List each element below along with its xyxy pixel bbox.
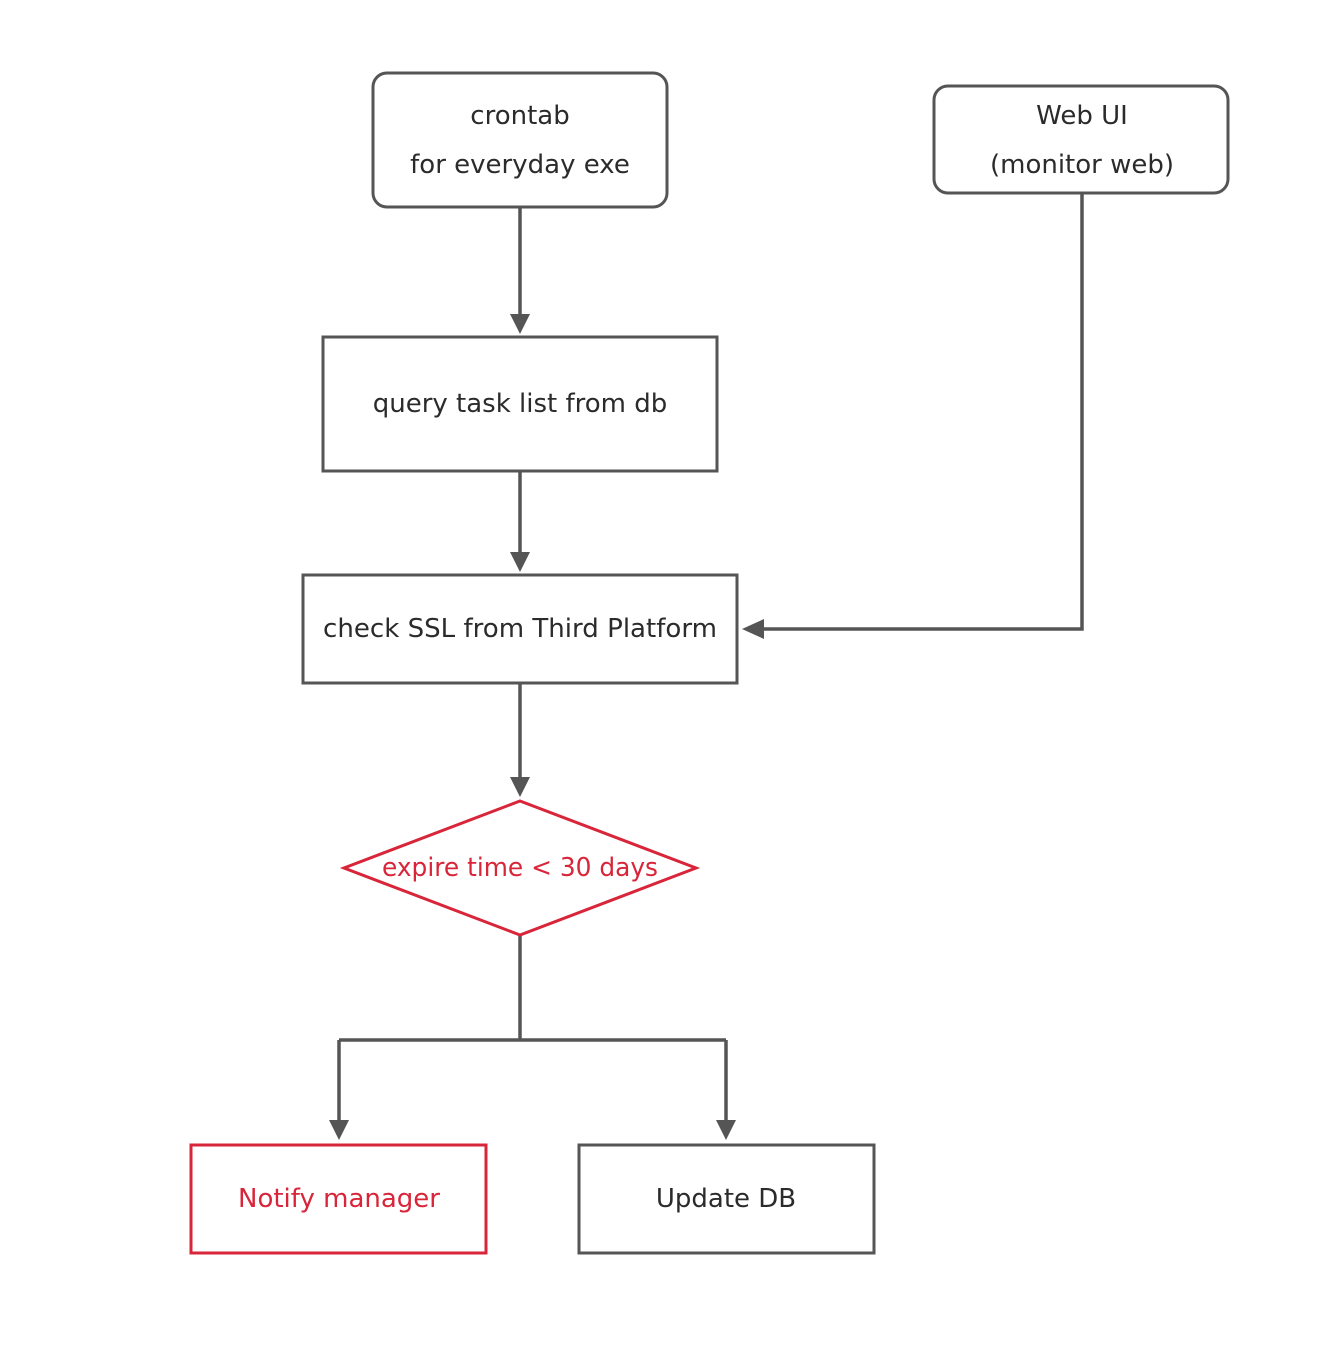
arrowhead-check-from-webui <box>742 619 764 639</box>
check-ssl-label: check SSL from Third Platform <box>323 614 717 644</box>
node-crontab: crontab for everyday exe <box>371 71 669 209</box>
node-check-ssl: check SSL from Third Platform <box>301 573 739 685</box>
node-web-ui: Web UI (monitor web) <box>932 84 1230 195</box>
edge-webui-to-check <box>760 194 1084 631</box>
arrowhead-check-from-query <box>510 552 530 572</box>
query-task-label: query task list from db <box>373 389 668 419</box>
crontab-label-line2: for everyday exe <box>410 150 630 180</box>
decision-label: expire time < 30 days <box>382 853 658 883</box>
node-decision: expire time < 30 days <box>339 799 701 937</box>
webui-label-line2: (monitor web) <box>990 150 1174 180</box>
node-query-task: query task list from db <box>321 335 719 473</box>
update-db-label: Update DB <box>656 1184 796 1214</box>
arrowhead-query <box>510 314 530 334</box>
notify-manager-label: Notify manager <box>238 1184 440 1214</box>
webui-label-line1: Web UI <box>1036 101 1128 131</box>
node-notify-manager: Notify manager <box>189 1143 488 1255</box>
arrowhead-decision <box>510 777 530 797</box>
crontab-label-line1: crontab <box>470 101 569 131</box>
edges <box>329 194 1084 1140</box>
arrowhead-update <box>716 1120 736 1140</box>
edge-decision-split <box>339 935 726 1042</box>
arrowhead-notify <box>329 1120 349 1140</box>
node-update-db: Update DB <box>577 1143 876 1255</box>
